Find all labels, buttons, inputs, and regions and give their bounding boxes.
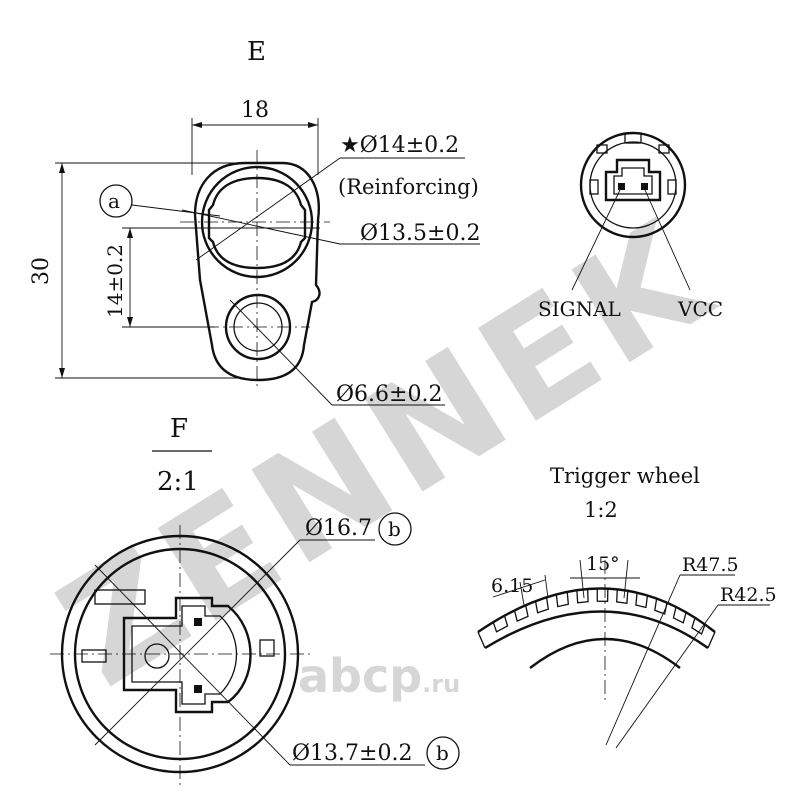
wheel-tooth: [513, 604, 529, 623]
vcc-pin: [641, 183, 648, 190]
trigger-wheel-view: Trigger wheel 1:2 6.15 15° R47.5 R42.5: [477, 464, 777, 749]
wheel-tooth: [576, 588, 589, 604]
dim-height: 30: [29, 257, 54, 285]
callout-b-top: b: [388, 517, 401, 541]
callout-a: a: [108, 189, 120, 213]
connector-key: [624, 132, 642, 144]
bore-with-flats: [207, 176, 307, 270]
dim-reinforcing-diameter: ★Ø14±0.2: [340, 133, 459, 158]
view-f: F 2:1 Ø16.7 b Ø13.7±0.2 b: [50, 414, 460, 785]
dim-inner-radius: R42.5: [720, 584, 777, 606]
trigger-wheel-scale: 1:2: [584, 498, 618, 522]
view-f-label: F: [170, 414, 188, 444]
view-e-label: E: [247, 37, 266, 67]
view-e: E 18 30 14±0.2 a: [29, 37, 480, 407]
dim-inner-diameter: Ø13.7±0.2: [292, 741, 412, 766]
dim-angle: 15°: [586, 553, 620, 575]
connector-body: [122, 596, 252, 714]
wheel-tooth: [492, 614, 509, 633]
dim-outer-diameter: Ø16.7: [305, 516, 372, 541]
trigger-wheel-title: Trigger wheel: [550, 464, 700, 488]
pin-circle: [144, 643, 170, 669]
dim-hole-spacing: 14±0.2: [103, 244, 127, 318]
wheel-tooth: [654, 597, 668, 615]
vcc-label: VCC: [677, 297, 723, 321]
wheel-tooth: [555, 591, 570, 608]
watermark-site: abcp.ru: [298, 649, 460, 703]
callout-a-circle: [99, 184, 133, 218]
dim-hole-diameter: Ø6.6±0.2: [336, 382, 442, 407]
wheel-tooth: [534, 596, 550, 614]
wheel-tooth: [672, 605, 687, 624]
watermark: ZENNEK abcp.ru: [32, 187, 742, 721]
wheel-tooth: [596, 587, 609, 602]
callout-b-circle-bottom: [426, 736, 460, 770]
sensor-body-outline: [193, 161, 321, 382]
wheel-teeth: [492, 587, 706, 635]
connector-housing: [604, 158, 662, 202]
wheel-inner-arc: [484, 610, 709, 650]
connector-view: SIGNAL VCC: [538, 131, 723, 321]
wheel-tooth: [616, 588, 629, 604]
dim-width: 18: [241, 98, 269, 123]
wheel-tooth: [635, 591, 649, 609]
dim-bore-diameter: Ø13.5±0.2: [360, 221, 480, 246]
callout-b-circle-top: [378, 512, 412, 546]
watermark-brand: ZENNEK: [32, 187, 742, 721]
signal-pin: [618, 183, 625, 190]
callout-b-bottom: b: [436, 741, 449, 765]
dim-outer-radius: R47.5: [682, 554, 739, 576]
view-f-scale: 2:1: [157, 467, 199, 497]
dim-pitch: 6.15: [491, 575, 533, 597]
reinforcing-note: (Reinforcing): [338, 175, 479, 199]
signal-label: SIGNAL: [538, 297, 621, 321]
